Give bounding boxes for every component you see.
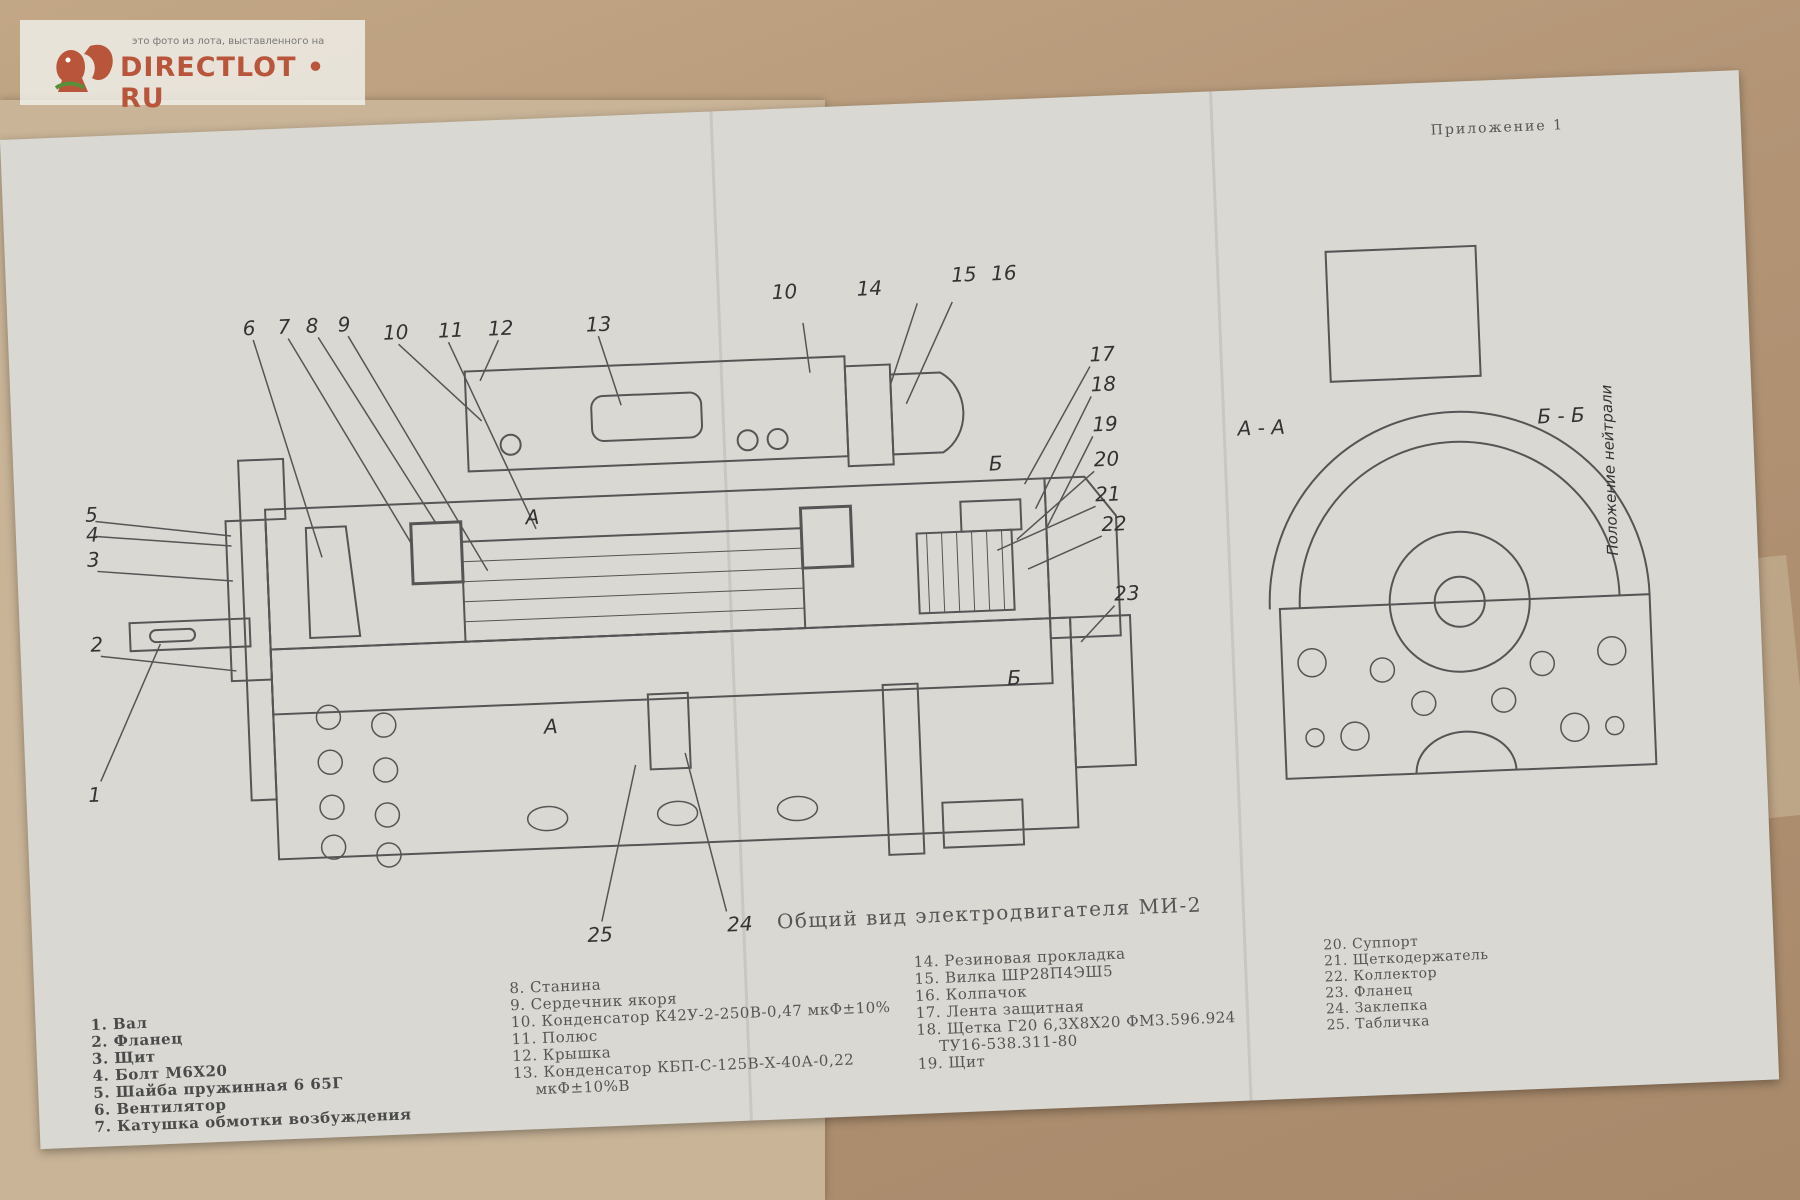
watermark-brand[interactable]: DIRECTLOT • RU	[120, 52, 326, 114]
callout-25: 25	[587, 922, 613, 947]
fan	[304, 525, 362, 639]
callout-5: 5	[85, 502, 99, 526]
callout-17: 17	[1089, 341, 1116, 366]
legend-column-3: 14. Резиновая прокладка 15. Вилка ШР28П4…	[913, 941, 1237, 1072]
callout-10b: 10	[771, 279, 797, 304]
field-coil	[409, 520, 465, 586]
brush-holder	[959, 498, 1023, 533]
callout-7: 7	[277, 314, 291, 339]
end-view	[1268, 244, 1658, 780]
section-mark-a-top: А	[523, 505, 540, 530]
section-aa-label: А - А	[1235, 415, 1285, 441]
callout-24: 24	[727, 911, 753, 936]
armature-core	[460, 527, 807, 643]
callout-15: 15	[951, 262, 977, 287]
section-mark-b-top: Б	[988, 451, 1003, 476]
callout-13: 13	[585, 312, 611, 337]
watermark-tagline: это фото из лота, выставленного на	[132, 36, 325, 47]
site-watermark: это фото из лота, выставленного на DIREC…	[20, 20, 365, 114]
callout-19: 19	[1092, 411, 1118, 436]
callout-22: 22	[1101, 511, 1127, 536]
callout-10: 10	[383, 320, 409, 345]
callout-9: 9	[337, 312, 351, 336]
callout-16: 16	[991, 260, 1017, 285]
legend-column-4: 20. Суппорт 21. Щеткодержатель 22. Колле…	[1323, 931, 1491, 1034]
callout-23: 23	[1114, 581, 1140, 606]
callout-14: 14	[856, 276, 882, 301]
motor-drawing: 1 2 3 4 5 6 7 8 9 10 11 12 13 10 14 15 1…	[85, 244, 1658, 947]
commutator	[915, 528, 1016, 615]
callout-6: 6	[242, 316, 256, 340]
callout-1: 1	[88, 782, 102, 806]
capacitor	[590, 391, 704, 442]
section-mark-b-bottom: Б	[1007, 665, 1022, 690]
section-bb-label: Б - Б	[1537, 403, 1585, 429]
shaft	[128, 617, 252, 653]
plug-connector	[843, 363, 895, 468]
callout-11: 11	[438, 318, 464, 343]
section-mark-a-bottom: А	[542, 714, 559, 739]
callout-12: 12	[487, 316, 513, 341]
callout-8: 8	[305, 313, 319, 337]
legend-column-2: 8. Станина 9. Сердечник якоря 10. Конден…	[509, 965, 893, 1099]
squirrel-icon	[54, 44, 113, 92]
callout-18: 18	[1090, 371, 1116, 396]
callout-2: 2	[90, 632, 104, 656]
callout-20: 20	[1093, 446, 1119, 471]
rear-shield	[1043, 475, 1122, 640]
callout-4: 4	[85, 522, 99, 546]
top-cover	[463, 355, 850, 473]
neutral-position-label: Положение нейтрали	[1597, 384, 1622, 556]
stator-housing	[264, 477, 1054, 716]
callout-3: 3	[86, 547, 100, 571]
legend-column-1: 1. Вал 2. Фланец 3. Щит 4. Болт М6Х20 5.…	[90, 1004, 412, 1136]
callout-21: 21	[1095, 481, 1121, 506]
technical-document: 1 2 3 4 5 6 7 8 9 10 11 12 13 10 14 15 1…	[0, 70, 1780, 1150]
